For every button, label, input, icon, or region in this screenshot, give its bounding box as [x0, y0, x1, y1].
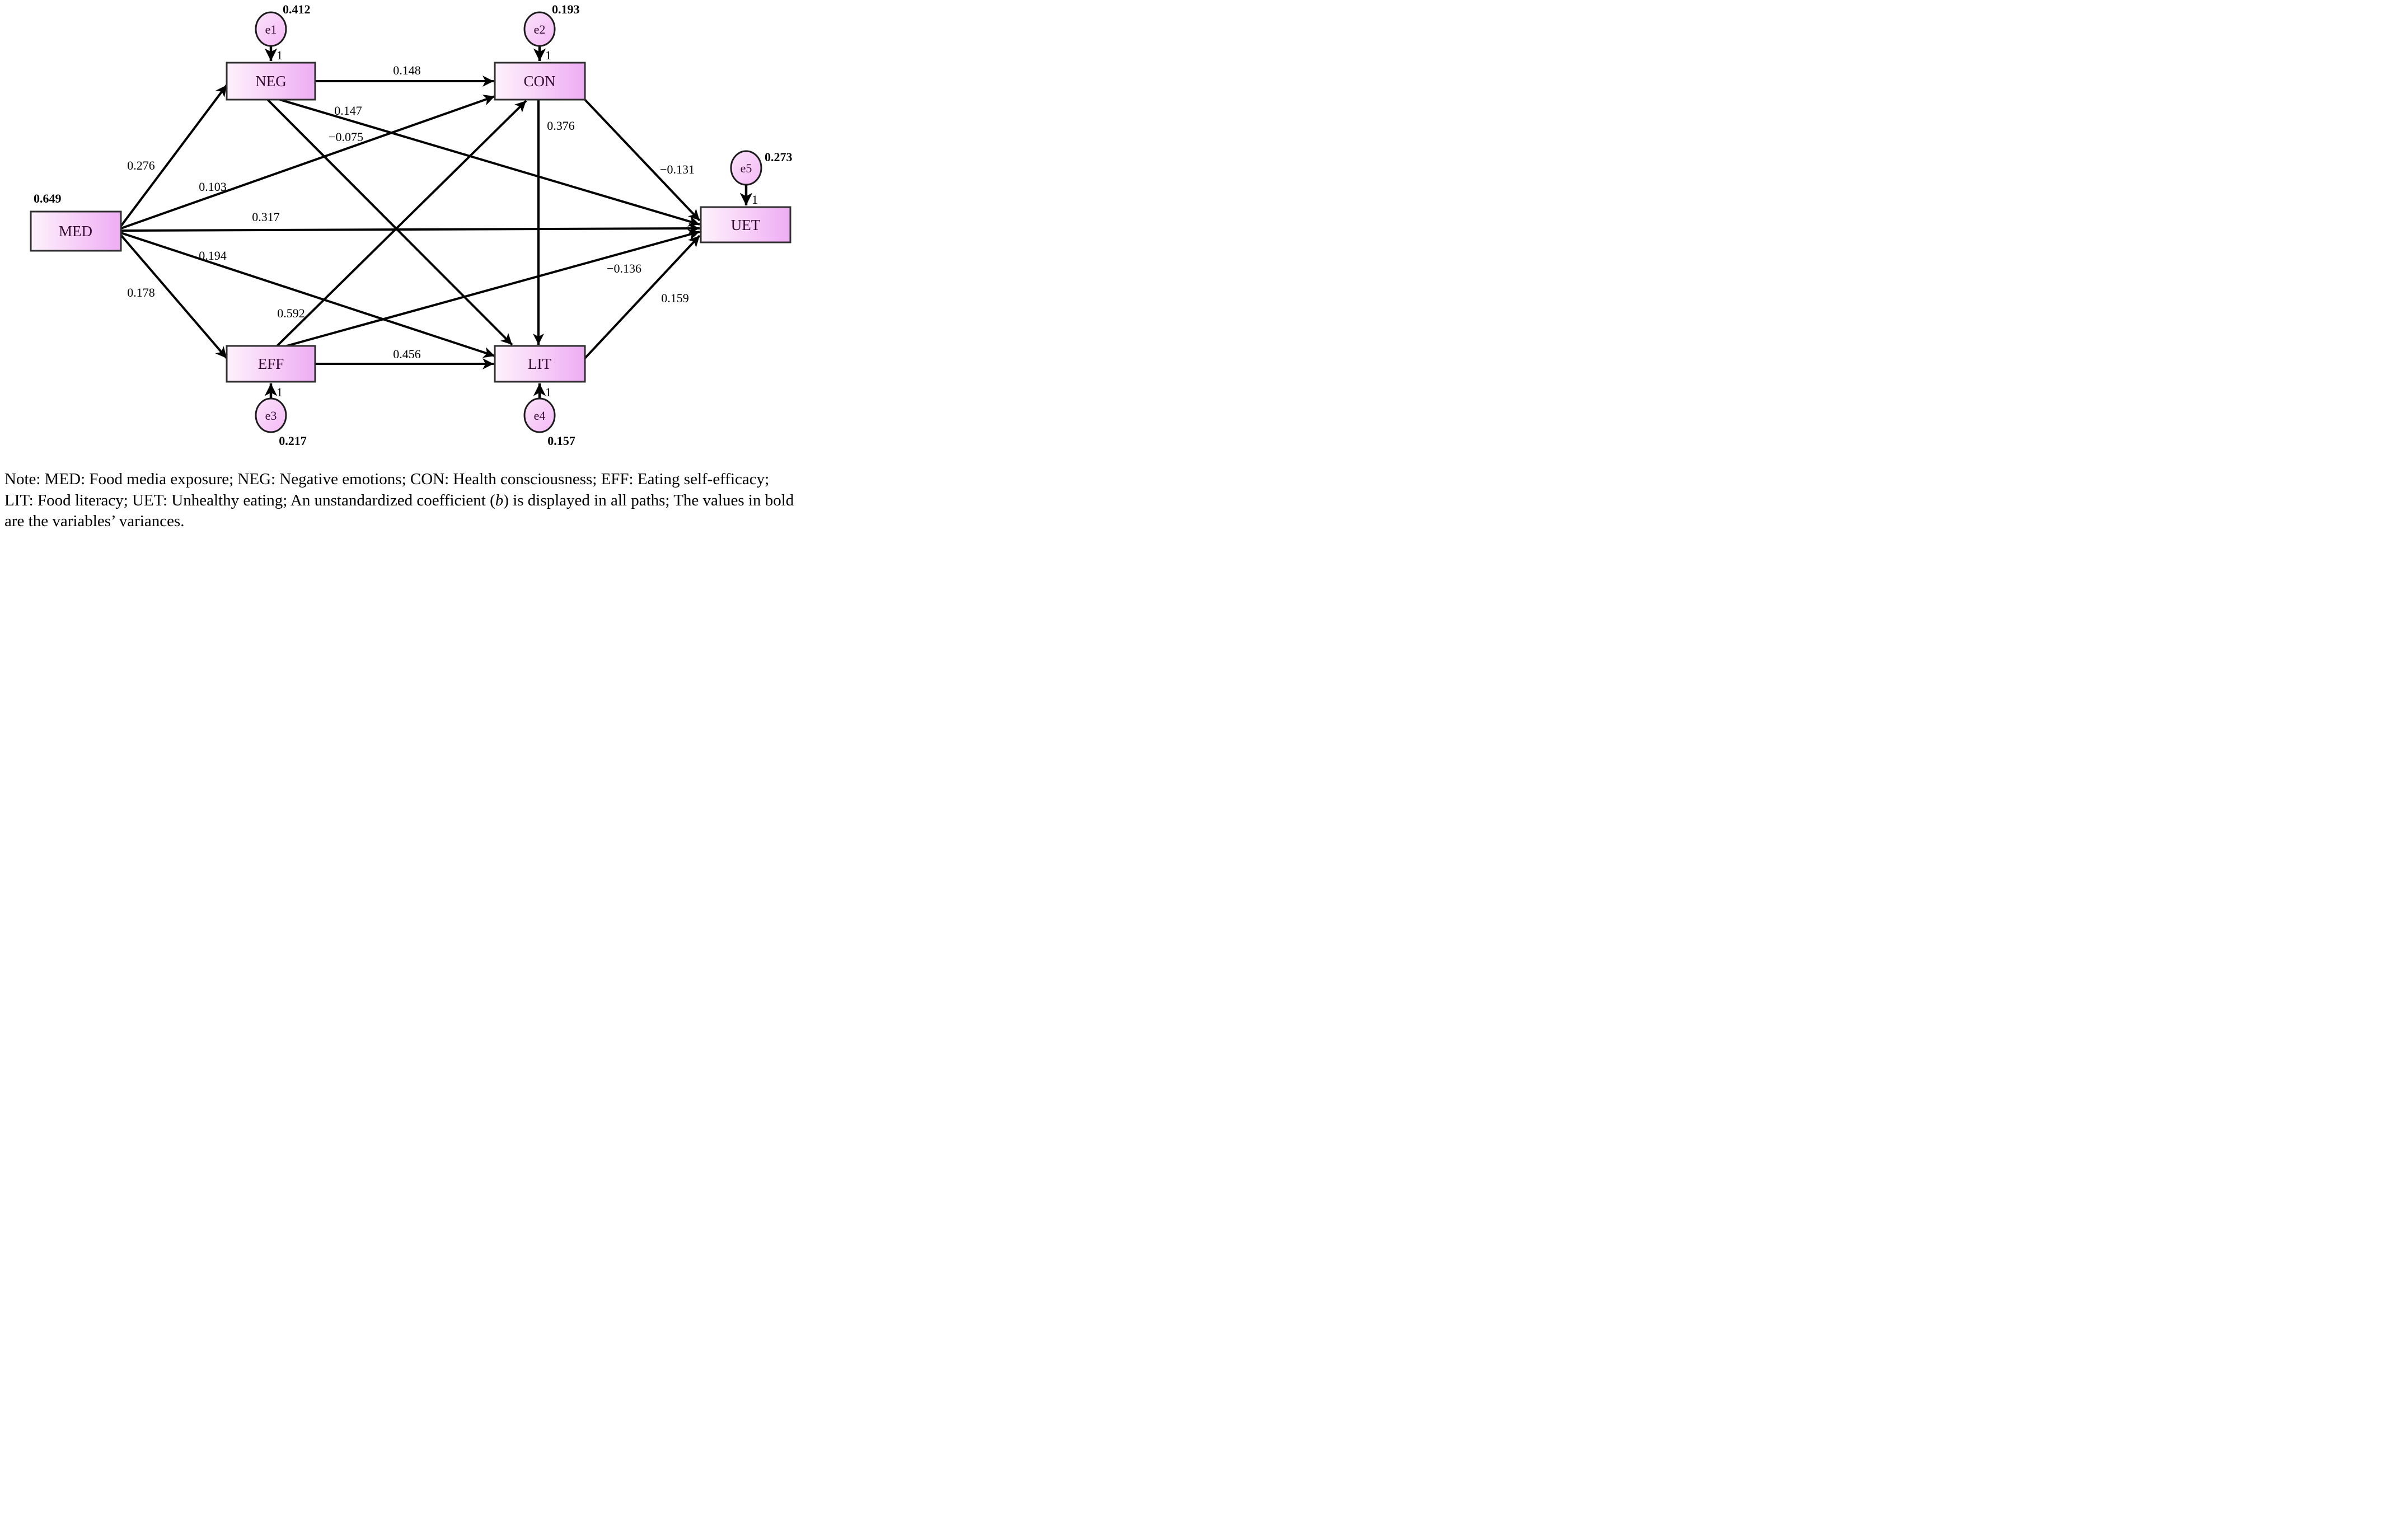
error-label-e3: e3	[265, 409, 277, 423]
error-circle-e3	[255, 397, 287, 433]
node-con: CON	[494, 62, 586, 101]
node-box-uet	[700, 206, 791, 243]
loading-label-e3: 1	[277, 385, 283, 399]
node-lit: LIT	[494, 345, 586, 383]
node-box-neg	[226, 62, 316, 101]
error-e5: e5	[730, 150, 762, 186]
node-box-eff	[226, 345, 316, 383]
error-circle-e4	[523, 397, 556, 433]
coef-label-eff-lit: 0.456	[393, 347, 421, 361]
coef-label-med-lit: 0.194	[199, 249, 227, 263]
note-text-prefix: Note: MED: Food media exposure; NEG: Neg…	[4, 470, 770, 509]
figure-note: Note: MED: Food media exposure; NEG: Neg…	[0, 467, 803, 532]
path-arrow-eff-uet	[286, 229, 700, 347]
node-uet: UET	[700, 206, 791, 243]
coef-label-eff-uet: −0.136	[607, 261, 641, 275]
loading-label-e4: 1	[545, 385, 551, 399]
coef-label-med-con: 0.103	[199, 180, 227, 194]
path-arrow-lit-uet	[584, 235, 701, 359]
path-diagram: MED NEG CON EFF LIT UET e1 e2	[30, 2, 793, 448]
path-arrow-neg-uet	[279, 99, 700, 227]
node-label-med: MED	[59, 223, 92, 240]
path-arrow-med-lit	[120, 232, 495, 358]
coef-label-med-eff: 0.178	[127, 285, 155, 299]
coef-label-neg-con: 0.148	[393, 63, 421, 77]
variance-label-e2: 0.193	[552, 2, 580, 16]
node-box-lit	[494, 345, 586, 383]
error-circle-e1	[255, 11, 287, 47]
path-arrow-neg-lit	[266, 99, 513, 346]
coef-label-med-neg: 0.276	[127, 158, 155, 172]
node-neg: NEG	[226, 62, 316, 101]
path-arrow-med-uet	[120, 223, 700, 235]
loading-label-e2: 1	[545, 48, 551, 62]
node-label-lit: LIT	[528, 355, 551, 372]
variance-label-e1: 0.412	[283, 2, 311, 16]
figure-page: MED NEG CON EFF LIT UET e1 e2	[0, 0, 803, 530]
error-label-e4: e4	[534, 409, 546, 423]
note-text-suffix: ) is displayed in all paths; The values …	[4, 491, 794, 531]
node-box-con	[494, 62, 586, 101]
coef-label-neg-lit: −0.075	[329, 130, 363, 144]
coef-label-con-lit: 0.376	[547, 119, 575, 133]
coef-label-neg-uet: 0.147	[334, 104, 362, 118]
path-arrow-med-con	[120, 95, 495, 229]
error-e3: e3	[255, 397, 287, 433]
error-label-e5: e5	[741, 161, 752, 175]
loading-label-e1: 1	[277, 48, 283, 62]
variance-label-e5: 0.273	[765, 150, 793, 164]
error-circle-e2	[523, 11, 556, 47]
error-e4: e4	[523, 397, 556, 433]
error-label-e2: e2	[534, 22, 546, 36]
variance-label-e3: 0.217	[279, 434, 307, 448]
loading-label-e5: 1	[752, 193, 758, 207]
error-arrows	[264, 46, 753, 398]
node-label-eff: EFF	[258, 355, 284, 372]
error-e1: e1	[255, 11, 287, 47]
variance-label-e4: 0.157	[547, 434, 575, 448]
variance-label-med: 0.649	[34, 191, 62, 205]
path-arrow-eff-con	[276, 100, 527, 347]
node-box-med	[30, 210, 122, 252]
node-eff: EFF	[226, 345, 316, 383]
node-label-neg: NEG	[255, 73, 287, 90]
coef-label-lit-uet: 0.159	[661, 291, 689, 305]
error-e2: e2	[523, 11, 556, 47]
node-label-uet: UET	[731, 217, 761, 233]
coef-label-eff-con: 0.592	[277, 306, 305, 320]
path-arrow-med-eff	[120, 234, 228, 359]
path-arrow-med-neg	[120, 84, 228, 227]
error-circle-e5	[730, 150, 762, 186]
note-italic-b: b	[495, 491, 504, 509]
node-med: MED	[30, 210, 122, 252]
error-label-e1: e1	[265, 22, 277, 36]
coef-label-med-uet: 0.317	[252, 210, 280, 224]
path-arrow-con-uet	[583, 97, 701, 222]
structural-paths	[120, 76, 701, 369]
node-label-con: CON	[523, 73, 555, 90]
coef-label-con-uet: −0.131	[660, 162, 695, 176]
